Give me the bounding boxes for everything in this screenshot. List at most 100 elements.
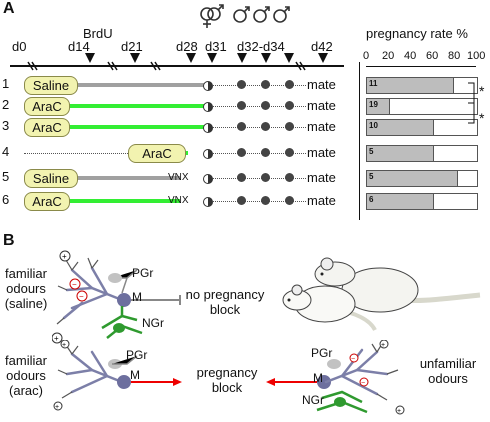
- m-label-top: M: [132, 290, 142, 304]
- bar-n-label: 19: [369, 100, 378, 109]
- mating-line: [208, 153, 306, 154]
- mating-dot: [285, 80, 294, 89]
- mate-label: mate: [307, 119, 336, 134]
- arac-line: [40, 104, 204, 108]
- no-pregnancy-block-label: no pregnancy block: [185, 287, 265, 317]
- m-label-bottom-left: M: [130, 368, 140, 382]
- mate-label: mate: [307, 193, 336, 208]
- row-number: 6: [2, 192, 10, 207]
- mate-label: mate: [307, 145, 336, 160]
- treatment-pill: AraC: [128, 144, 186, 163]
- svg-text:+: +: [54, 334, 59, 343]
- olfactory-circuit-arac: + +: [52, 339, 182, 415]
- mating-dot: [261, 148, 270, 157]
- significance-star-1: *: [479, 83, 485, 99]
- chart-axis-line: [366, 66, 476, 67]
- mating-dot: [237, 101, 246, 110]
- vnx-label: VNX: [168, 172, 189, 183]
- mating-dot: [261, 196, 270, 205]
- treatment-pill: AraC: [24, 118, 70, 137]
- chart-tick-label: 0: [363, 50, 370, 62]
- chart-tick-label: 60: [426, 50, 439, 62]
- mating-dot: [237, 196, 246, 205]
- pgr-label-top: PGr: [132, 266, 154, 280]
- mating-dot: [285, 196, 294, 205]
- bar: [367, 146, 434, 161]
- svg-text:+: +: [55, 404, 59, 411]
- svg-text:+: +: [381, 342, 385, 349]
- mating-dot: [285, 173, 294, 182]
- svg-text:−: −: [72, 280, 77, 289]
- mate-label: mate: [307, 170, 336, 185]
- treatment-pill: Saline: [24, 76, 78, 95]
- saline-line: [40, 83, 204, 87]
- label-d28: d28: [176, 39, 198, 54]
- bar: [367, 99, 390, 114]
- bar-track: 6: [366, 193, 478, 210]
- label-d14: d14: [68, 39, 90, 54]
- chart-title: pregnancy rate %: [366, 26, 468, 41]
- pgr-label-bottom-right: PGr: [311, 346, 333, 360]
- pairing-marker-icon: [203, 100, 213, 112]
- mating-dot: [237, 122, 246, 131]
- svg-text:+: +: [62, 252, 67, 261]
- marker-d21: [130, 53, 140, 63]
- marker-d32: [237, 53, 247, 63]
- bar-n-label: 5: [369, 172, 374, 181]
- significance-brackets: [468, 78, 490, 128]
- bar-track: 5: [366, 145, 478, 162]
- gender-symbols-icon: [198, 2, 296, 32]
- arac-line: [40, 199, 180, 203]
- bar: [367, 120, 434, 135]
- vnx-label: VNX: [168, 195, 189, 206]
- panel-a-label: A: [3, 0, 15, 17]
- label-d0: d0: [12, 39, 27, 54]
- mating-dot: [285, 148, 294, 157]
- row-number: 2: [2, 97, 10, 112]
- bar-track: 11: [366, 77, 478, 94]
- label-d42: d42: [311, 39, 333, 54]
- bar-n-label: 10: [369, 121, 378, 130]
- row-number: 4: [2, 144, 10, 159]
- pairing-marker-icon: [203, 172, 213, 184]
- marker-d28: [186, 53, 196, 63]
- mate-label: mate: [307, 77, 336, 92]
- mating-dot: [261, 101, 270, 110]
- pgr-label-bottom-left: PGr: [126, 348, 148, 362]
- bar: [367, 78, 454, 93]
- svg-text:−: −: [361, 380, 365, 387]
- mating-mice-illustration: [275, 240, 487, 335]
- m-label-bottom-right: M: [313, 371, 323, 385]
- label-d31: d31: [205, 39, 227, 54]
- svg-text:−: −: [351, 356, 355, 363]
- mating-line: [208, 106, 306, 107]
- chart-tick-label: 80: [448, 50, 461, 62]
- pregnancy-block-label: pregnancy block: [196, 365, 258, 395]
- bar-track: 10: [366, 119, 478, 136]
- pairing-marker-icon: [203, 121, 213, 133]
- mating-dot: [261, 173, 270, 182]
- bar: [367, 171, 459, 186]
- bar: [367, 194, 434, 209]
- saline-line: [40, 176, 180, 180]
- mating-dot: [237, 80, 246, 89]
- svg-text:+: +: [62, 342, 66, 349]
- marker-d14: [85, 53, 95, 63]
- treatment-pill: AraC: [24, 192, 70, 211]
- mating-dot: [237, 173, 246, 182]
- row-number: 1: [2, 76, 10, 91]
- familiar-odours-saline-label: familiar odours (saline): [4, 266, 48, 311]
- bar-track: 5: [366, 170, 478, 187]
- svg-text:−: −: [79, 292, 84, 301]
- arac-line: [40, 125, 204, 129]
- pairing-marker-icon: [203, 147, 213, 159]
- inactive-line: [24, 153, 134, 154]
- chart-tick-label: 40: [404, 50, 417, 62]
- mating-dot: [261, 80, 270, 89]
- pairing-marker-icon: [203, 79, 213, 91]
- ngr-label-top: NGr: [142, 316, 164, 330]
- mating-dot: [285, 101, 294, 110]
- chart-tick-label: 20: [382, 50, 395, 62]
- label-d32-d34: d32-d34: [237, 39, 285, 54]
